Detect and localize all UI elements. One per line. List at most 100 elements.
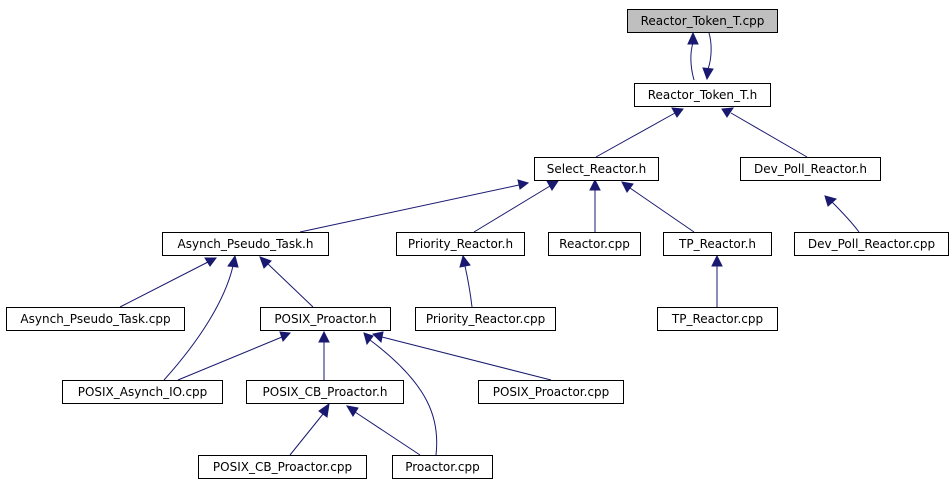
edge-select_reactor_h-to-reactor_token_t_h [595,107,684,158]
edge-line [299,184,520,233]
node-asynch_pseudo_task_cpp[interactable]: Asynch_Pseudo_Task.cpp [6,307,185,331]
node-label: Priority_Reactor.cpp [426,312,545,326]
node-label: POSIX_CB_Proactor.h [263,385,388,399]
node-tp_reactor_h[interactable]: TP_Reactor.h [663,232,772,256]
edge-dev_poll_reactor_h-to-reactor_token_t_h [721,107,808,158]
edge-posix_asynch_io_cpp-to-asynch_pseudo_task_h [163,254,239,381]
node-box[interactable] [396,232,525,256]
edge-tp_reactor_cpp-to-tp_reactor_h [711,254,723,307]
node-proactor_cpp[interactable]: Proactor.cpp [392,455,493,479]
edge-priority_reactor_cpp-to-priority_reactor_h [459,254,473,308]
arrowhead [279,331,292,342]
edge-line [629,187,695,233]
edge-proactor_cpp-to-posix_cb_proactor_h [346,405,421,456]
node-label: POSIX_Asynch_IO.cpp [78,385,208,399]
node-box[interactable] [627,9,778,33]
arrowhead [259,256,272,269]
node-label: Priority_Reactor.h [408,237,513,251]
node-box[interactable] [198,455,367,479]
node-tp_reactor_cpp[interactable]: TP_Reactor.cpp [657,307,778,331]
arrowhead [459,254,471,268]
node-box[interactable] [246,380,404,404]
edge-line [119,261,209,308]
edges-layer [119,31,860,456]
node-posix_asynch_io_cpp[interactable]: POSIX_Asynch_IO.cpp [62,380,223,404]
node-label: Asynch_Pseudo_Task.cpp [20,312,170,326]
node-priority_reactor_h[interactable]: Priority_Reactor.h [396,232,525,256]
edge-line [354,411,421,456]
node-box[interactable] [663,232,772,256]
node-label: Reactor.cpp [559,237,630,251]
node-label: TP_Reactor.h [678,237,756,251]
node-label: POSIX_Proactor.cpp [493,385,610,399]
edge-posix_cb_proactor_cpp-to-posix_cb_proactor_h [289,402,330,456]
node-posix_cb_proactor_cpp[interactable]: POSIX_CB_Proactor.cpp [198,455,367,479]
edge-line [464,265,473,308]
node-reactor_token_t_h[interactable]: Reactor_Token_T.h [634,83,771,107]
node-dev_poll_reactor_h[interactable]: Dev_Poll_Reactor.h [740,157,881,181]
edge-line [289,413,324,456]
edge-priority_reactor_h-to-select_reactor_h [473,180,559,233]
node-box[interactable] [534,157,659,181]
edge-posix_asynch_io_cpp-to-posix_proactor_h [177,331,292,381]
edge-posix_proactor_cpp-to-posix_proactor_h [371,331,552,381]
node-box[interactable] [548,232,641,256]
node-box[interactable] [415,307,556,331]
node-reactor_cpp[interactable]: Reactor.cpp [548,232,641,256]
arrowhead [517,179,530,190]
edge-line [473,185,551,233]
arrowhead [227,254,239,268]
node-box[interactable] [392,455,493,479]
edge-line [267,263,314,308]
edge-reactor_cpp-to-select_reactor_h [589,178,601,232]
node-box[interactable] [6,307,185,331]
node-posix_cb_proactor_h[interactable]: POSIX_CB_Proactor.h [246,380,404,404]
node-dev_poll_reactor_cpp[interactable]: Dev_Poll_Reactor.cpp [794,232,949,256]
edge-posix_cb_proactor_h-to-posix_proactor_h [318,330,330,380]
node-label: Dev_Poll_Reactor.cpp [808,237,935,251]
node-label: Reactor_Token_T.h [648,88,758,102]
node-label: Select_Reactor.h [547,162,646,176]
edge-line [381,336,552,381]
edge-asynch_pseudo_task_h-to-select_reactor_h [299,179,530,233]
arrowhead [824,195,838,207]
arrowhead [318,402,330,418]
edge-dev_poll_reactor_cpp-to-dev_poll_reactor_h [824,195,860,233]
node-label: Dev_Poll_Reactor.h [754,162,867,176]
node-label: Proactor.cpp [405,460,480,474]
arrowhead [711,254,723,267]
arrowhead [204,257,217,267]
node-posix_proactor_h[interactable]: POSIX_Proactor.h [260,307,391,331]
node-label: POSIX_CB_Proactor.cpp [213,460,352,474]
edge-reactor_token_t_h-to-reactor_token_t_cpp [687,31,699,81]
node-label: Reactor_Token_T.cpp [641,14,765,28]
node-box[interactable] [478,380,624,404]
node-box[interactable] [740,157,881,181]
node-box[interactable] [260,307,391,331]
edge-proactor_cpp-to-posix_proactor_h [363,332,438,456]
arrowhead [318,330,330,343]
node-label: TP_Reactor.cpp [671,312,763,326]
node-box[interactable] [634,83,771,107]
arrowhead [621,181,634,193]
node-box[interactable] [657,307,778,331]
node-posix_proactor_cpp[interactable]: POSIX_Proactor.cpp [478,380,624,404]
node-label: Asynch_Pseudo_Task.h [178,237,314,251]
node-label: POSIX_Proactor.h [274,312,376,326]
arrowhead [346,405,359,417]
edge-reactor_token_t_cpp-to-reactor_token_t_h [702,32,714,81]
node-box[interactable] [62,380,223,404]
node-asynch_pseudo_task_h[interactable]: Asynch_Pseudo_Task.h [162,232,329,256]
arrowhead [589,178,601,191]
node-box[interactable] [162,232,329,256]
node-box[interactable] [794,232,949,256]
edge-line [369,339,438,456]
node-select_reactor_h[interactable]: Select_Reactor.h [534,157,659,181]
edge-tp_reactor_h-to-select_reactor_h [621,181,695,233]
node-reactor_token_t_cpp[interactable]: Reactor_Token_T.cpp [627,9,778,33]
node-priority_reactor_cpp[interactable]: Priority_Reactor.cpp [415,307,556,331]
edge-line [595,112,676,158]
edge-line [177,336,283,381]
edge-line [163,265,234,381]
